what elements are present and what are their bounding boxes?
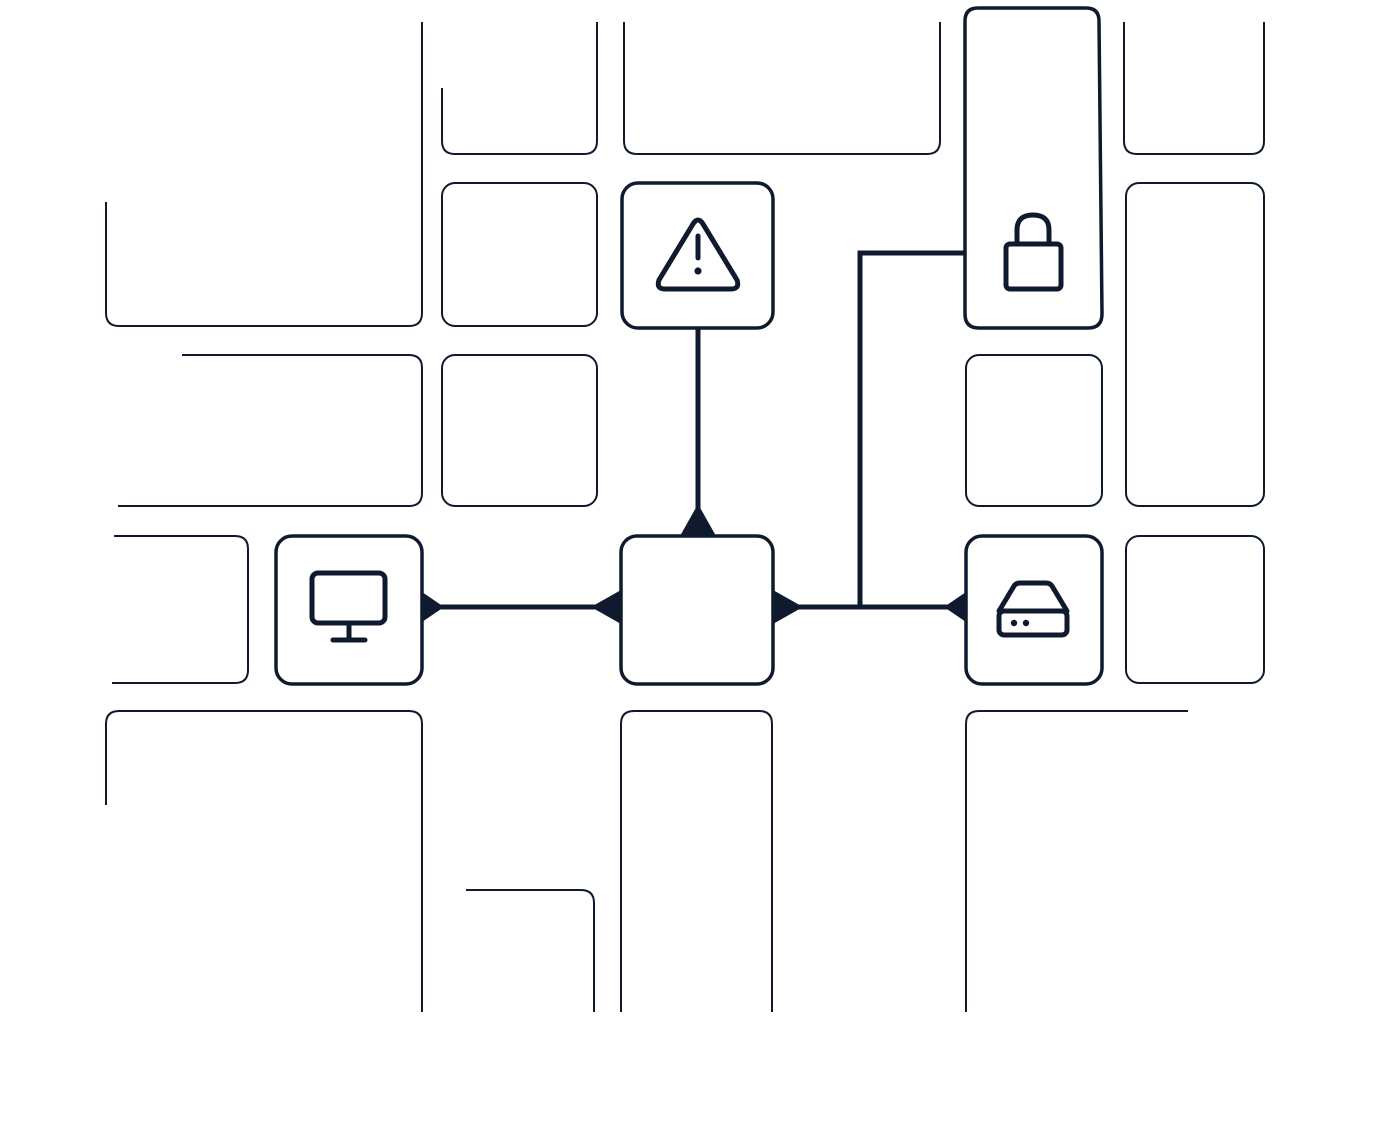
grid-tile xyxy=(118,354,423,507)
node-client[interactable] xyxy=(274,534,424,686)
grid-tile xyxy=(1125,535,1265,684)
node-security-box xyxy=(963,6,1104,330)
node-security[interactable] xyxy=(963,6,1104,330)
connector-head xyxy=(680,504,716,536)
grid-tile xyxy=(965,354,1103,507)
server-drive-icon xyxy=(996,580,1070,638)
background-grid xyxy=(105,22,1265,1012)
node-hub-box xyxy=(619,534,775,686)
connector-head xyxy=(944,592,966,622)
grid-tile xyxy=(1123,22,1265,155)
connector-head xyxy=(773,590,803,624)
grid-tile xyxy=(1125,182,1265,507)
node-client-box xyxy=(274,534,424,686)
monitor-icon xyxy=(309,570,388,643)
warning-icon xyxy=(655,217,741,292)
node-alert[interactable] xyxy=(620,181,775,330)
connector-heads xyxy=(422,504,966,624)
connector-head xyxy=(591,590,621,624)
node-hub[interactable] xyxy=(619,534,775,686)
connection-lines xyxy=(422,250,966,610)
grid-tile xyxy=(441,22,598,155)
edge-hub-security xyxy=(857,250,966,607)
grid-tile xyxy=(965,710,1188,1012)
grid-tile xyxy=(623,22,941,155)
grid-tile xyxy=(105,22,423,327)
grid-tile xyxy=(620,710,773,1012)
grid-tile xyxy=(466,889,595,1012)
grid-tile xyxy=(112,535,249,684)
grid-tile xyxy=(105,710,423,1012)
lock-icon xyxy=(1003,212,1064,292)
grid-tile xyxy=(441,182,598,327)
connector-head xyxy=(422,592,444,622)
node-storage[interactable] xyxy=(964,534,1104,686)
grid-tile xyxy=(441,354,598,507)
